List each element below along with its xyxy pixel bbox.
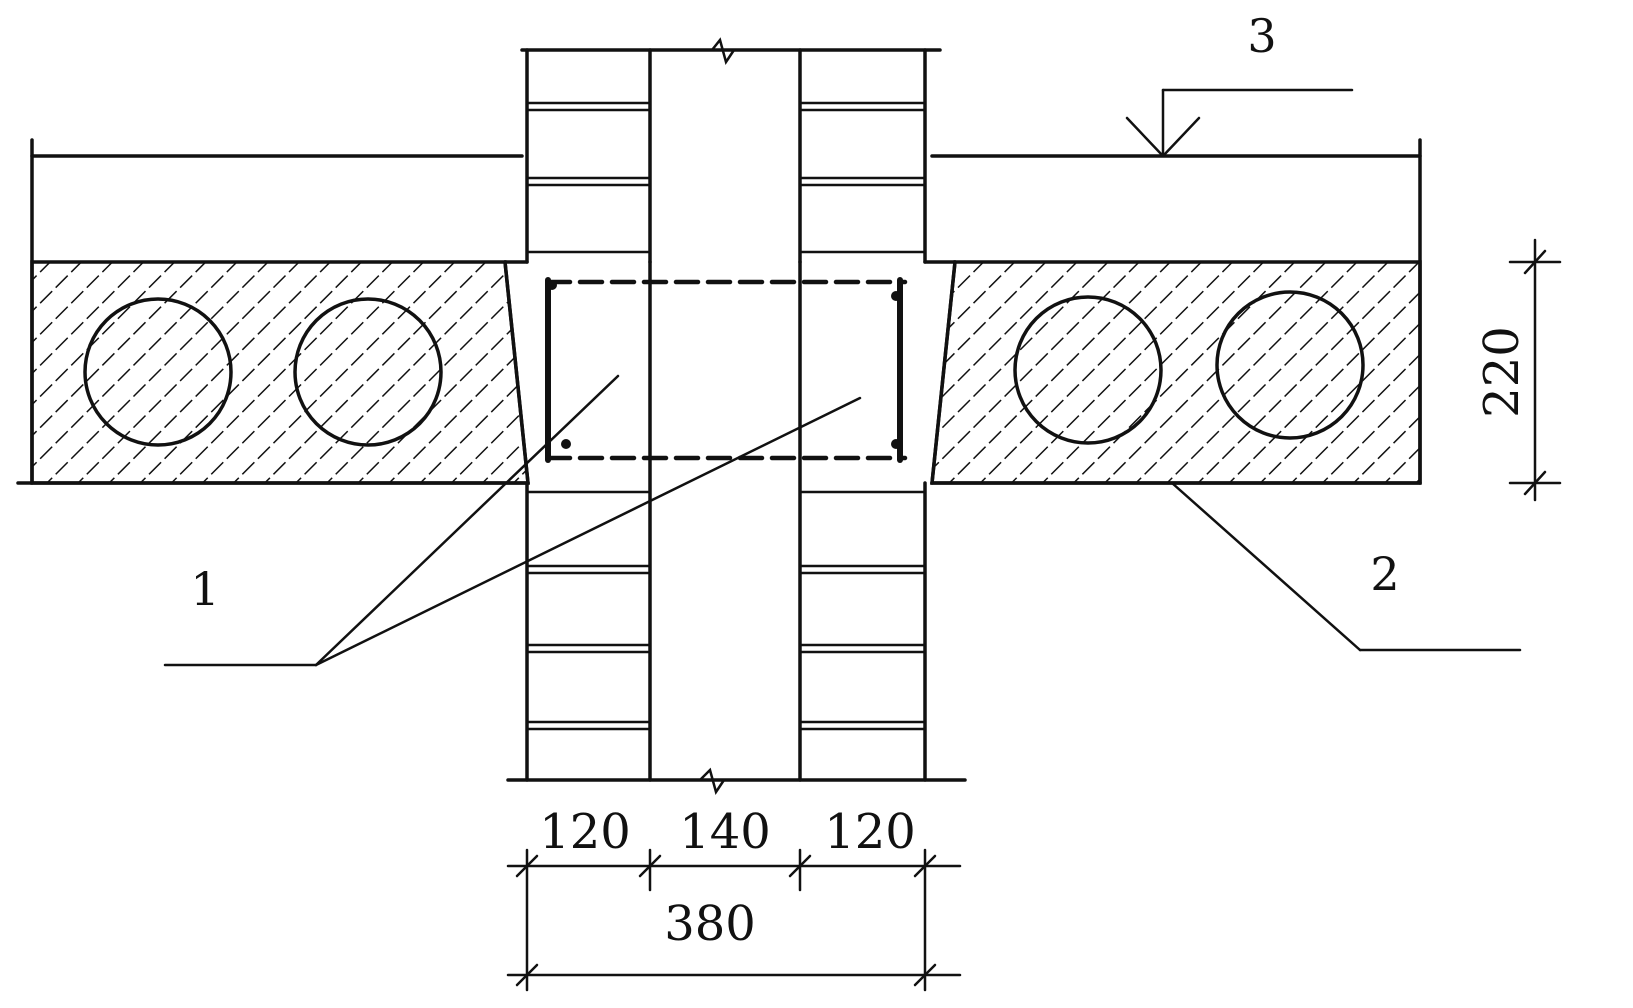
dimension-slab-thickness (1508, 238, 1562, 502)
break-mark-bottom (698, 767, 726, 795)
brick-courses-upper (525, 101, 927, 254)
leader-2 (1170, 481, 1522, 652)
slab-void-circle (293, 297, 443, 447)
leader-1 (163, 374, 862, 667)
ring-beam (503, 260, 957, 485)
hollow-slab-left (16, 260, 530, 485)
dimension-220-label: 220 (1474, 326, 1530, 418)
dimension-total-label: 380 (664, 896, 756, 952)
break-mark-top (710, 37, 736, 65)
hollow-slab-right (930, 260, 1422, 485)
dimension-wall-widths (506, 848, 962, 992)
slab-void-circle (1013, 295, 1163, 445)
callout-1-label: 1 (190, 562, 219, 616)
callout-3-label: 3 (1247, 9, 1276, 63)
leader-3 (1125, 88, 1354, 158)
brick-courses-lower (525, 490, 927, 731)
slab-void-circle (1215, 290, 1365, 440)
upper-wall (520, 37, 942, 264)
lower-wall (506, 260, 967, 795)
slab-void-circle (83, 297, 233, 447)
dimension-right-wythe-label: 120 (824, 804, 916, 860)
dimension-core-label: 140 (679, 804, 771, 860)
dimension-left-wythe-label: 120 (539, 804, 631, 860)
callout-2-label: 2 (1370, 547, 1399, 601)
